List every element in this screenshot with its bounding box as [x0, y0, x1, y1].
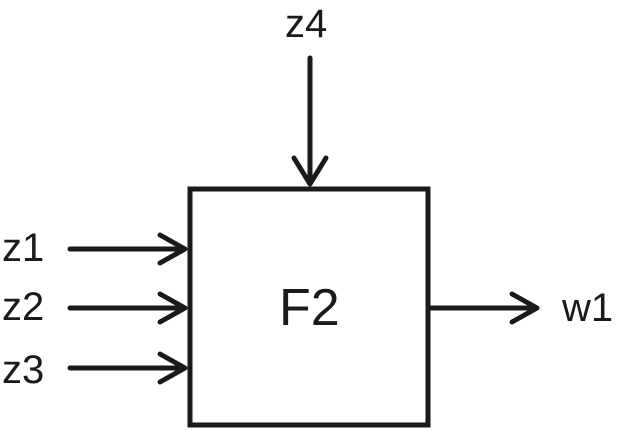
input-arrow-z2	[67, 291, 188, 325]
input-arrow-z3	[67, 351, 188, 385]
input-arrow-z1	[67, 232, 188, 266]
input-arrow-z4	[291, 55, 329, 187]
input-label-z2: z2	[2, 285, 45, 329]
input-label-z1: z1	[2, 226, 45, 270]
input-label-z3: z3	[2, 348, 45, 392]
output-arrow-w1	[427, 291, 540, 325]
block-label: F2	[279, 279, 340, 337]
input-label-z4: z4	[285, 2, 328, 46]
output-label-w1: w1	[562, 286, 614, 330]
